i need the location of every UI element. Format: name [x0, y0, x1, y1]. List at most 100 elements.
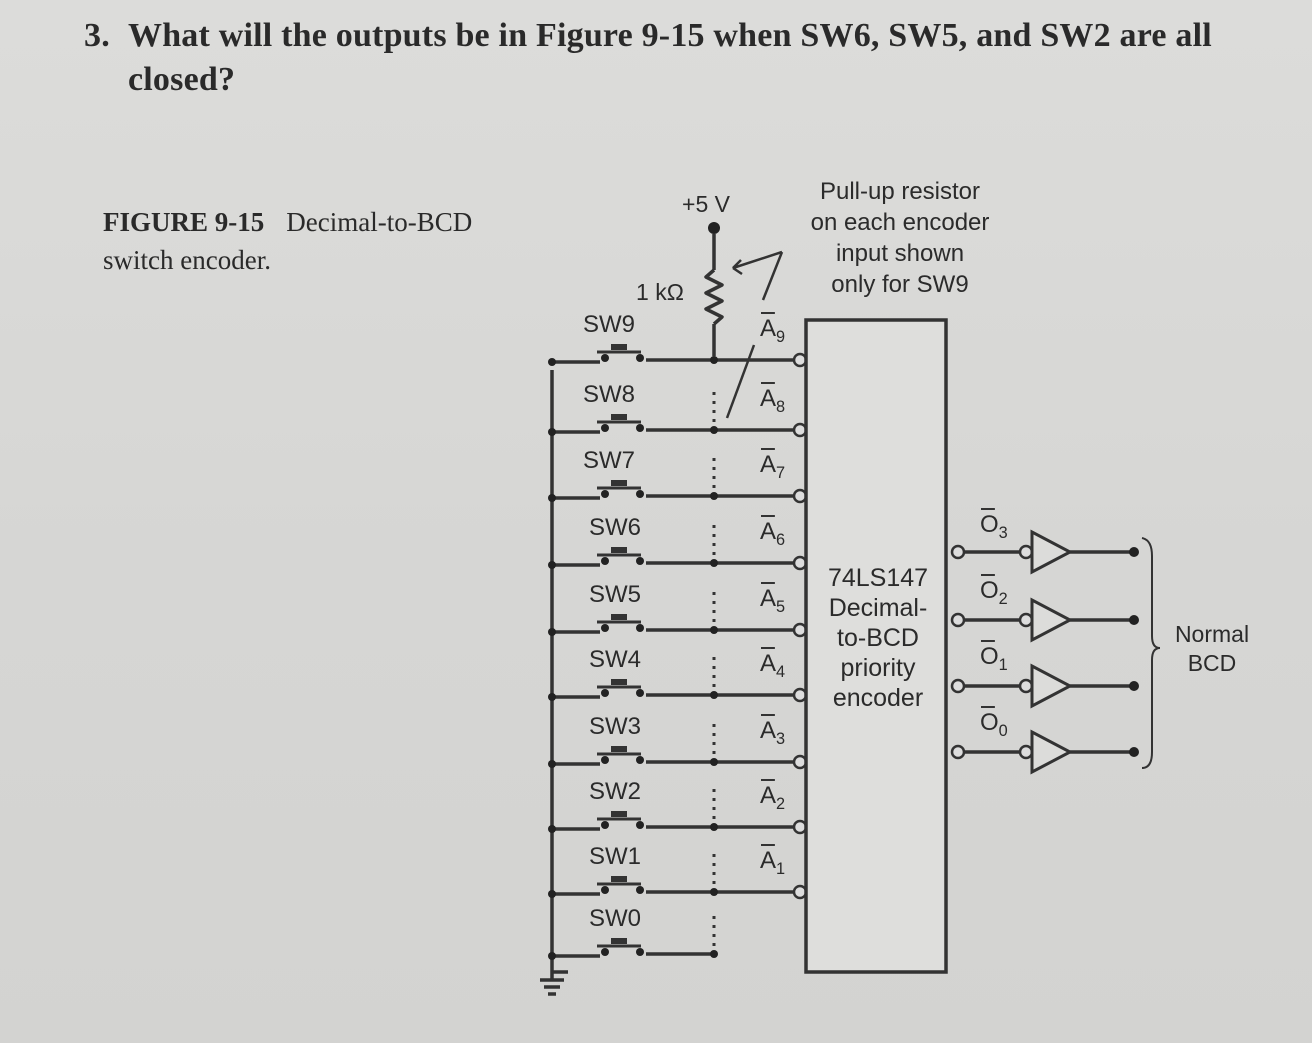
svg-text:A9: A9: [760, 315, 785, 346]
input-label-a8: A8: [760, 382, 785, 416]
pullup-note-0: Pull-up resistor: [820, 178, 980, 205]
pullup-junction-5: [710, 691, 718, 699]
switch-contact-b-3: [636, 557, 644, 565]
chip-label-1: Decimal-: [829, 594, 928, 622]
switch-contact-b-9: [636, 948, 644, 956]
buffer-input-bubble-0: [1018, 544, 1034, 560]
switch-label-sw3: SW3: [589, 713, 641, 740]
switch-cap-3: [611, 547, 627, 553]
switch-cap-7: [611, 811, 627, 817]
note-leader-2: [725, 344, 756, 419]
switch-cap-4: [611, 614, 627, 620]
switch-contact-b-5: [636, 689, 644, 697]
svg-text:A2: A2: [760, 782, 785, 813]
switch-label-sw8: SW8: [583, 381, 635, 408]
question-number: 3.: [84, 17, 110, 54]
switch-contact-b-8: [636, 886, 644, 894]
switch-contact-a-7: [601, 821, 609, 829]
pullup-junction-4: [710, 626, 718, 634]
chip-label-2: to-BCD: [837, 624, 919, 652]
input-label-a3: A3: [760, 714, 785, 748]
switch-label-sw7: SW7: [583, 447, 635, 474]
output-bubble-2: [950, 678, 966, 694]
pullup-junction-1: [710, 426, 718, 434]
output-terminal-3: [1129, 747, 1139, 757]
switch-cap-0: [611, 344, 627, 350]
output-bubble-3: [950, 744, 966, 760]
output-bubble-0: [950, 544, 966, 560]
input-label-a1: A1: [760, 844, 785, 878]
resistor-label: 1 kΩ: [636, 279, 684, 305]
input-label-a2: A2: [760, 779, 785, 813]
switch-contact-b-6: [636, 756, 644, 764]
chip-label-4: encoder: [833, 684, 923, 712]
output-brace: [1141, 537, 1161, 769]
input-bubble-5: [792, 687, 808, 703]
supply-label: +5 V: [682, 191, 731, 217]
bus-junction-1: [548, 428, 556, 436]
switch-contact-a-5: [601, 689, 609, 697]
input-label-a9: A9: [760, 312, 785, 346]
pullup-note-3: only for SW9: [831, 271, 968, 298]
switch-label-sw9: SW9: [583, 311, 635, 338]
switch-cap-8: [611, 876, 627, 882]
switch-contact-b-4: [636, 624, 644, 632]
chip-label-0: 74LS147: [828, 564, 928, 592]
bus-junction-6: [548, 760, 556, 768]
input-bubble-6: [792, 754, 808, 770]
input-bubble-4: [792, 622, 808, 638]
switch-label-sw6: SW6: [589, 514, 641, 541]
switch-contact-a-9: [601, 948, 609, 956]
pullup-junction-3: [710, 559, 718, 567]
inverter-1: [1030, 597, 1074, 643]
input-bubble-0: [792, 352, 808, 368]
bus-junction-5: [548, 693, 556, 701]
switch-contact-b-1: [636, 424, 644, 432]
input-label-a7: A7: [760, 448, 785, 482]
switch-contact-a-2: [601, 490, 609, 498]
switch-contact-a-6: [601, 756, 609, 764]
switch-cap-5: [611, 679, 627, 685]
question-text: What will the outputs be in Figure 9-15 …: [128, 17, 1212, 98]
output-terminal-0: [1129, 547, 1139, 557]
output-terminal-1: [1129, 615, 1139, 625]
chip-label-3: priority: [840, 654, 916, 682]
svg-text:O0: O0: [980, 709, 1008, 740]
buffer-input-bubble-2: [1018, 678, 1034, 694]
encoder-chip: [804, 318, 948, 974]
buffer-input-bubble-3: [1018, 744, 1034, 760]
svg-text:A7: A7: [760, 451, 785, 482]
output-label-o2: O2: [980, 574, 1008, 608]
output-label-o3: O3: [980, 508, 1008, 542]
switch-cap-6: [611, 746, 627, 752]
question-3: 3. What will the outputs be in Figure 9-…: [84, 14, 1294, 102]
pullup-junction-8: [710, 888, 718, 896]
pullup-note-1: on each encoder: [811, 209, 990, 236]
output-label-o0: O0: [980, 706, 1008, 740]
inverter-3: [1030, 729, 1074, 775]
figure-caption-text: Decimal-to-BCD switch encoder.: [103, 207, 473, 275]
svg-text:A6: A6: [760, 518, 785, 549]
svg-text:A3: A3: [760, 717, 785, 748]
switch-cap-9: [611, 938, 627, 944]
pullup-junction-6: [710, 758, 718, 766]
pullup-junction-9: [710, 950, 718, 958]
switch-contact-b-7: [636, 821, 644, 829]
switch-label-sw1: SW1: [589, 843, 641, 870]
svg-text:A1: A1: [760, 847, 785, 878]
input-bubble-1: [792, 422, 808, 438]
input-bubble-7: [792, 819, 808, 835]
svg-text:A4: A4: [760, 650, 785, 681]
switch-contact-a-1: [601, 424, 609, 432]
output-bubble-1: [950, 612, 966, 628]
supply-terminal: [708, 222, 720, 234]
buffer-input-bubble-1: [1018, 612, 1034, 628]
input-label-a5: A5: [760, 582, 785, 616]
bus-junction-3: [548, 561, 556, 569]
svg-text:A5: A5: [760, 585, 785, 616]
bus-junction-9: [548, 952, 556, 960]
switch-contact-b-2: [636, 490, 644, 498]
bus-junction-2: [548, 494, 556, 502]
